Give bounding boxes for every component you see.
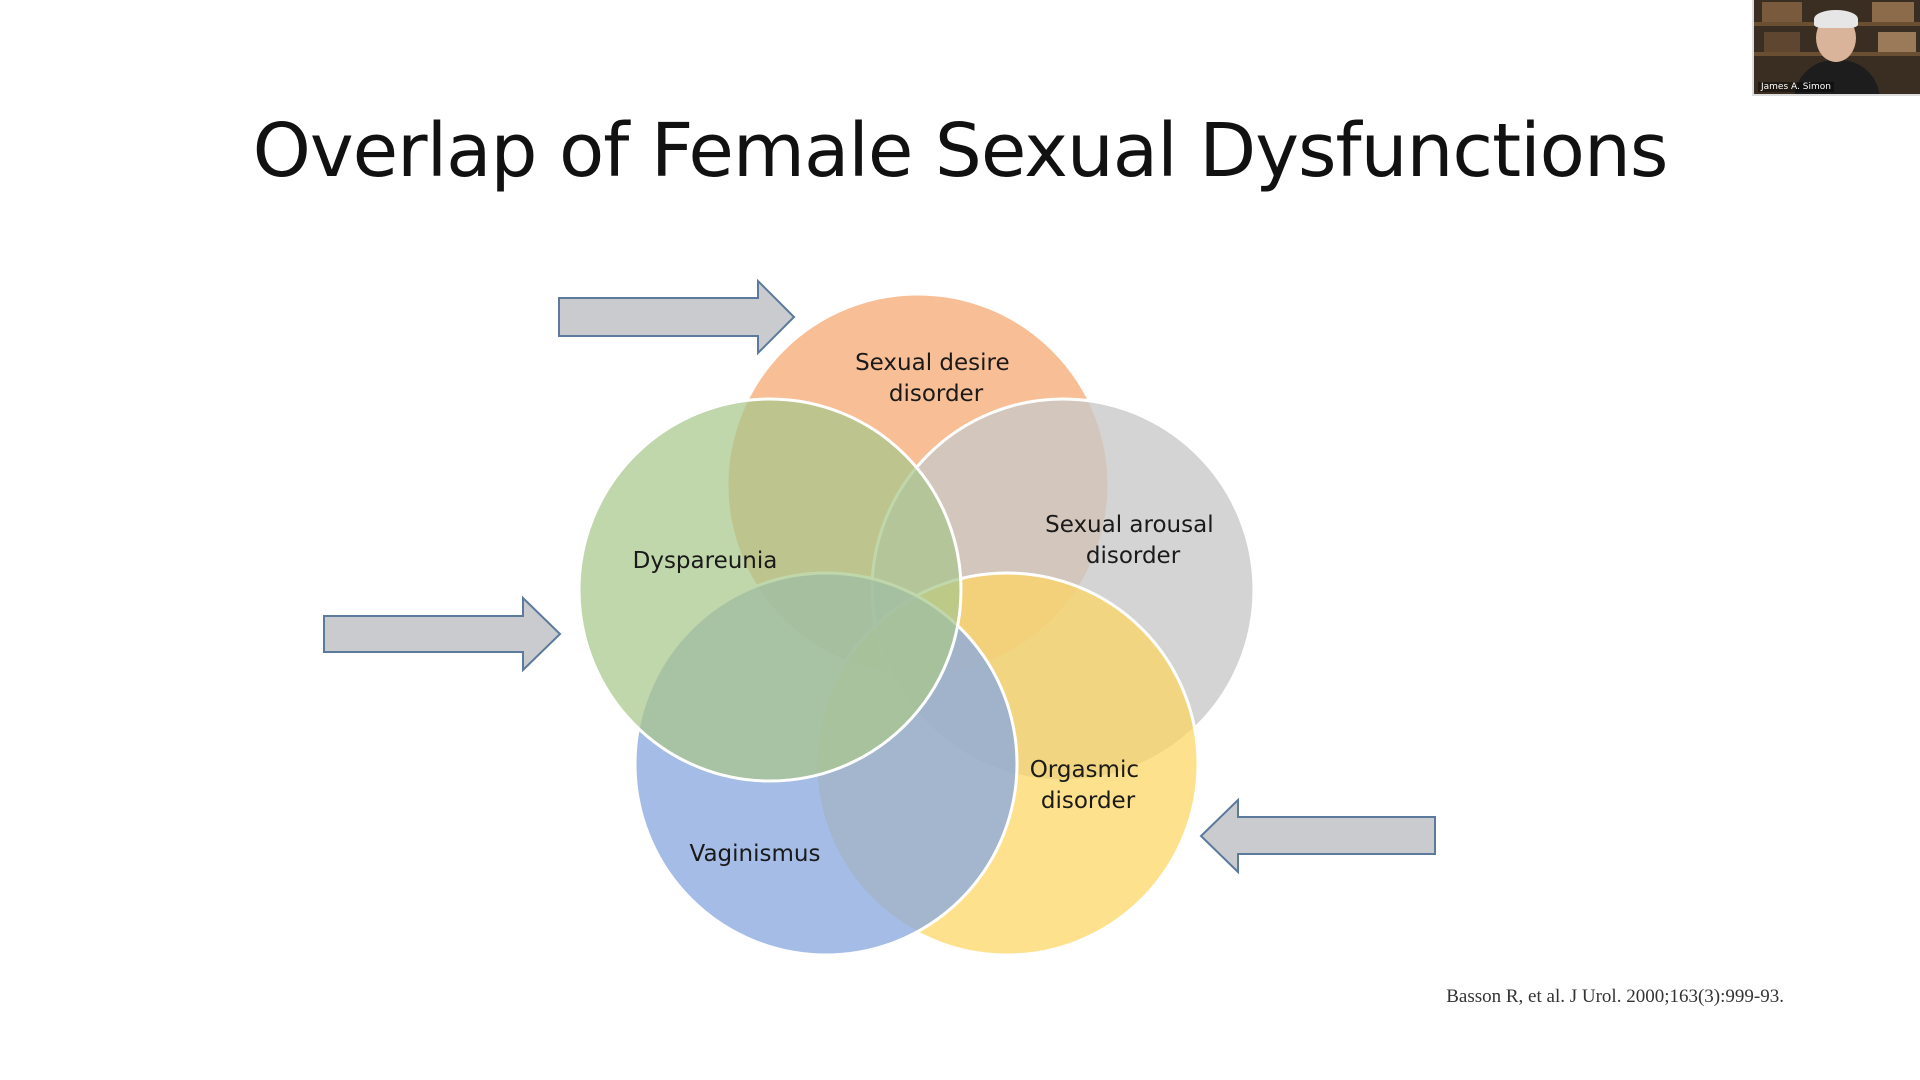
label-sexual-desire: Sexual desire disorder — [855, 350, 1017, 407]
books — [1872, 2, 1914, 22]
label-orgasmic: Orgasmic disorder — [1030, 757, 1147, 814]
arrow-left-bottom — [1199, 797, 1436, 875]
slide-title: Overlap of Female Sexual Dysfunctions — [252, 108, 1669, 194]
books — [1762, 2, 1802, 22]
presenter-hair — [1814, 10, 1858, 28]
books — [1764, 32, 1800, 52]
webcam-name-label: James A. Simon — [1758, 82, 1834, 92]
circle-dyspareunia — [577, 397, 963, 783]
arrow-right-top — [558, 278, 796, 356]
label-dyspareunia: Dyspareunia — [633, 548, 778, 574]
label-sexual-arousal: Sexual arousal disorder — [1045, 512, 1221, 569]
citation: Basson R, et al. J Urol. 2000;163(3):999… — [1446, 986, 1784, 1007]
label-vaginismus: Vaginismus — [690, 841, 821, 867]
webcam-thumbnail[interactable]: James A. Simon — [1752, 0, 1920, 96]
arrow-right-middle — [323, 595, 562, 673]
books — [1878, 32, 1916, 52]
